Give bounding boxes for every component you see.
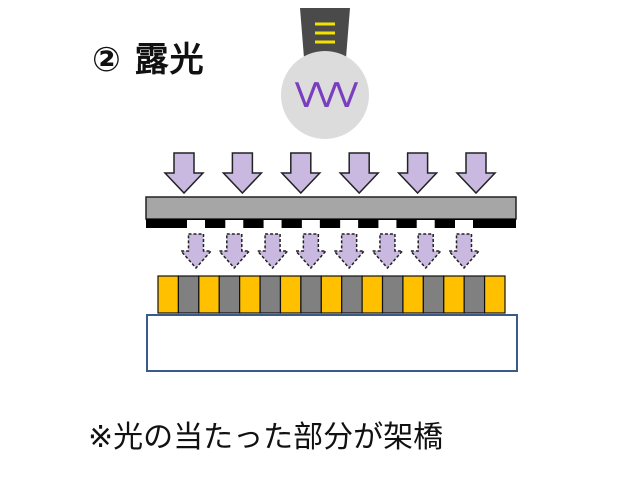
- step-title: ② 露光: [92, 40, 205, 80]
- small-arrow: [332, 233, 366, 270]
- resist-exposed-segment: [361, 275, 384, 314]
- small-arrows: [179, 233, 481, 270]
- caption: ※光の当たった部分が架橋: [88, 420, 444, 455]
- mask-opening: [187, 220, 205, 228]
- mask-opening: [340, 220, 359, 228]
- resist-exposed-segment: [198, 275, 220, 314]
- resist-unexposed-segment: [259, 275, 282, 314]
- small-arrow: [217, 233, 251, 270]
- resist-exposed-segment: [483, 275, 506, 314]
- small-arrow: [294, 233, 328, 270]
- resist-exposed-segment: [239, 275, 261, 314]
- mask-opening: [416, 220, 435, 228]
- resist-exposed-segment: [279, 275, 302, 314]
- small-arrow: [370, 233, 405, 270]
- resist-unexposed-segment: [381, 275, 404, 314]
- photomask-pattern: [146, 219, 516, 228]
- large-arrow: [221, 152, 264, 195]
- resist-unexposed-segment: [218, 275, 241, 314]
- bulb-symbol: VVV: [295, 76, 359, 116]
- small-arrow: [409, 233, 443, 270]
- mask-openings: [187, 220, 473, 228]
- resist-exposed-segment: [320, 275, 343, 314]
- bulb-glass: [281, 51, 369, 139]
- photomask-plate: [145, 196, 517, 220]
- small-arrow: [255, 233, 290, 270]
- resist-exposed-segment: [157, 275, 180, 314]
- large-arrows: [163, 152, 497, 195]
- resist-unexposed-segment: [177, 275, 200, 314]
- resist-exposed-segment: [443, 275, 465, 314]
- large-arrow: [396, 152, 439, 195]
- light-bulb-icon: VVV: [281, 8, 369, 139]
- resist-unexposed-segment: [422, 275, 445, 314]
- mask-opening: [225, 220, 244, 228]
- mask-opening: [263, 220, 282, 228]
- large-arrow: [455, 152, 497, 195]
- resist-unexposed-segment: [300, 275, 322, 314]
- mask-opening: [378, 220, 397, 228]
- small-arrow: [179, 233, 213, 270]
- mask-opening: [455, 220, 473, 228]
- small-arrow: [447, 233, 481, 270]
- resist-exposed-segment: [402, 275, 424, 314]
- resist-unexposed-segment: [463, 275, 486, 314]
- resist-unexposed-segment: [341, 275, 363, 314]
- large-arrow: [163, 152, 205, 195]
- large-arrow: [280, 152, 322, 195]
- mask-opening: [301, 220, 320, 228]
- large-arrow: [338, 152, 380, 195]
- photoresist-layer: [157, 275, 506, 314]
- substrate: [146, 314, 518, 372]
